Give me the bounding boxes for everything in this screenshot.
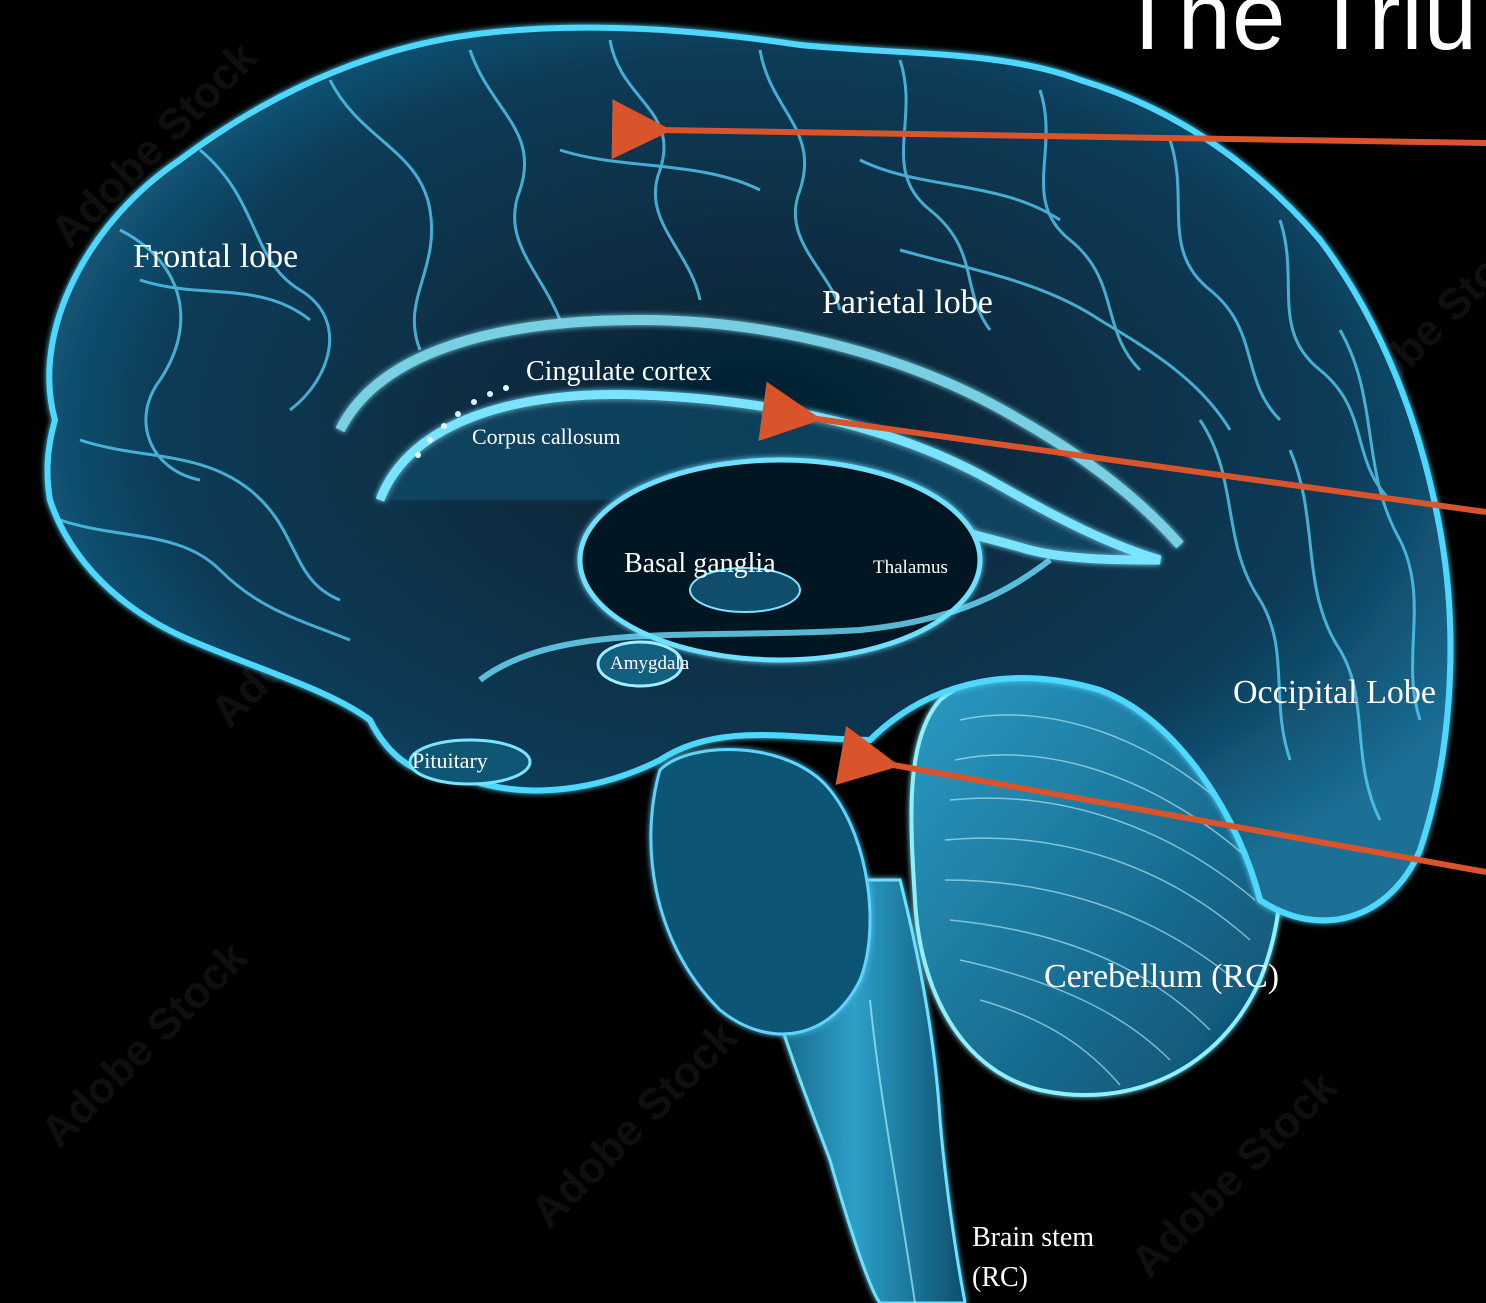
label-thalamus: Thalamus — [873, 557, 948, 579]
page-title: The Triu — [1118, 0, 1478, 72]
label-cingulate-cortex: Cingulate cortex — [526, 356, 712, 388]
label-basal-ganglia: Basal ganglia — [624, 548, 776, 580]
label-pituitary: Pituitary — [412, 748, 488, 774]
label-frontal-lobe: Frontal lobe — [133, 238, 298, 276]
label-cerebellum: Cerebellum (RC) — [1044, 958, 1279, 996]
label-corpus-callosum: Corpus callosum — [472, 424, 621, 450]
label-parietal-lobe: Parietal lobe — [822, 284, 993, 322]
label-amygdala: Amygdala — [610, 653, 689, 675]
pons-shape — [651, 750, 870, 1034]
label-brain-stem: Brain stem — [972, 1222, 1094, 1254]
label-brain-stem-rc: (RC) — [972, 1262, 1028, 1294]
label-occipital-lobe: Occipital Lobe — [1233, 674, 1436, 712]
